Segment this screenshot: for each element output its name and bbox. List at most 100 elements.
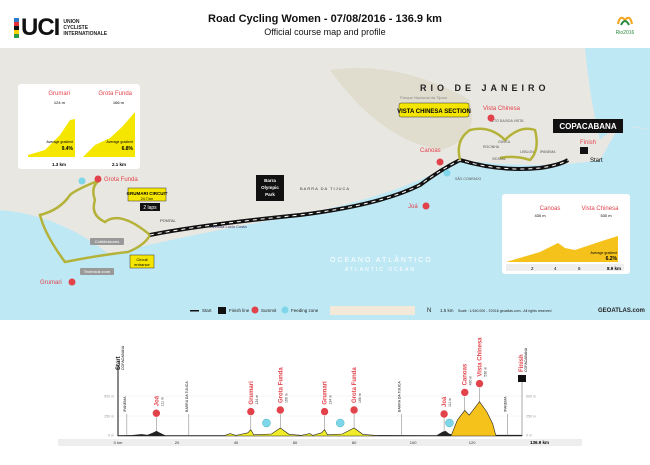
finish-flag-icon [518, 375, 526, 382]
inset-grumari-grota: Grumari 124 m Average gradient 9.4% 1.3 … [18, 84, 140, 169]
summit-label: Vista Chinesa [478, 337, 484, 377]
summit-alt: 124 m [255, 395, 259, 405]
svg-text:IPANEMA: IPANEMA [540, 150, 556, 154]
summit-label-joa: Joá [408, 204, 418, 210]
finish-label: Finish [519, 354, 525, 372]
summit-alt: 111 m [448, 398, 452, 407]
north-arrow-icon: N [427, 308, 431, 314]
place-label: BARRA DA TIJUCA [185, 381, 189, 412]
summit-icon [349, 405, 359, 415]
legend: Start Finish line Summit Feeding zone N … [190, 306, 645, 315]
svg-text:VIDIGAL: VIDIGAL [492, 157, 506, 161]
svg-text:6.2%: 6.2% [606, 256, 618, 262]
place-label: BARRA DA TIJUCA [397, 381, 401, 412]
feeding-zone-icon [281, 306, 289, 314]
summit-alt: 166 m [358, 393, 362, 403]
svg-text:SÃO CONRADO: SÃO CONRADO [455, 176, 482, 181]
summit-label-grumari: Grumari [40, 280, 62, 286]
vista-chinesa-loop [457, 127, 538, 162]
summit-label-canoas: Canoas [420, 148, 441, 154]
summit-icon [251, 306, 259, 314]
summit-alt: 166 m [284, 393, 288, 403]
summit-label: Grumari [323, 381, 329, 405]
course-map: RIO DE JANEIRO Parque Nacional da Tijuca… [0, 48, 650, 320]
y-tick-label: 500 m [104, 395, 114, 399]
place-label: IPANEMA [123, 396, 127, 412]
feeding-zone-icons [78, 169, 451, 185]
svg-text:Olympic: Olympic [261, 185, 279, 190]
page-title: Road Cycling Women - 07/08/2016 - 136.9 … [208, 13, 442, 25]
profile-section-vista [451, 401, 496, 436]
svg-text:LEBLON: LEBLON [520, 150, 534, 154]
svg-text:Barra: Barra [264, 178, 276, 183]
summit-label-vista-chinesa: Vista Chinesa [483, 106, 521, 112]
svg-text:1.5 km: 1.5 km [440, 308, 454, 313]
summit-icon [475, 379, 484, 388]
svg-text:530 m: 530 m [600, 213, 612, 218]
svg-text:Cobblestones: Cobblestones [95, 239, 119, 244]
x-axis-band [58, 439, 582, 446]
summit-icon [276, 405, 285, 415]
copacabana-label: COPACABANA [559, 122, 616, 131]
summit-label: Grumari [249, 381, 255, 405]
summit-alt: 111 m [160, 397, 164, 406]
svg-text:6: 6 [578, 266, 581, 271]
circuit-label: GRUMARI CIRCUIT [127, 191, 168, 196]
summit-label: Grota Funda [278, 367, 284, 403]
y-tick-label: 0 m [526, 434, 532, 438]
svg-text:Grumari: Grumari [48, 91, 70, 97]
finish-line-icon [218, 307, 226, 314]
svg-text:Park: Park [265, 192, 275, 197]
x-tick-label: 120 [469, 440, 476, 445]
svg-text:ATLANTIC OCEAN: ATLANTIC OCEAN [345, 267, 416, 273]
profile-section [377, 401, 452, 436]
y-tick-label: 0 m [108, 434, 114, 438]
svg-text:ROCINHA: ROCINHA [483, 145, 500, 149]
svg-text:430 m: 430 m [534, 213, 546, 218]
bay [585, 48, 650, 140]
svg-text:Grota Funda: Grota Funda [98, 91, 132, 97]
city-label: RIO DE JANEIRO [420, 83, 550, 93]
park-label: Parque Nacional da Tijuca [400, 95, 447, 100]
summit-alt: 530 m [484, 367, 488, 377]
y-tick-label: 250 m [104, 415, 114, 419]
svg-text:Feeding zone: Feeding zone [291, 308, 319, 313]
svg-text:Average gradient: Average gradient [590, 251, 617, 255]
svg-text:entrance: entrance [134, 262, 150, 267]
page-subtitle: Official course map and profile [264, 27, 386, 37]
summit-icon [439, 409, 449, 419]
svg-text:PONTAL: PONTAL [160, 218, 176, 223]
svg-text:Start: Start [202, 308, 212, 313]
summit-label-grota-funda: Grota Funda [104, 177, 138, 183]
feeding-zone-icon [262, 418, 271, 428]
svg-text:24.7 km: 24.7 km [141, 197, 154, 201]
vista-section-label: VISTA CHINESA SECTION [397, 109, 471, 115]
svg-text:Canoas: Canoas [540, 206, 561, 212]
y-tick-label: 250 m [526, 415, 536, 419]
feeding-zone-icon [445, 418, 454, 428]
svg-text:2: 2 [531, 266, 534, 271]
summit-icon [152, 408, 161, 418]
start-place: COPACABANA [121, 345, 125, 370]
start-label: Start [590, 158, 603, 164]
svg-text:Circuit: Circuit [136, 257, 148, 262]
svg-text:9.4%: 9.4% [62, 146, 74, 152]
ocean-label: OCEANO ATLÂNTICO [330, 255, 433, 264]
x-tick-label: 20 [175, 440, 180, 445]
svg-text:166 m: 166 m [113, 100, 125, 105]
svg-text:Avenida Lúcio Costa: Avenida Lúcio Costa [210, 224, 247, 229]
summit-label: Joá [442, 396, 448, 407]
svg-text:8.9 km: 8.9 km [607, 266, 621, 271]
profile-section [118, 401, 225, 436]
olympic-logo: Rio2016 [614, 12, 636, 42]
summit-alt: 430 m [469, 376, 473, 386]
summit-icon [320, 407, 329, 416]
finish-flag-icon [580, 147, 588, 154]
summit-label: Joá [154, 395, 160, 406]
finish-place: COPACABANA [524, 347, 528, 372]
svg-text:Average gradient: Average gradient [46, 140, 73, 144]
grumari-circuit [38, 178, 152, 264]
svg-text:Summit: Summit [261, 308, 277, 313]
